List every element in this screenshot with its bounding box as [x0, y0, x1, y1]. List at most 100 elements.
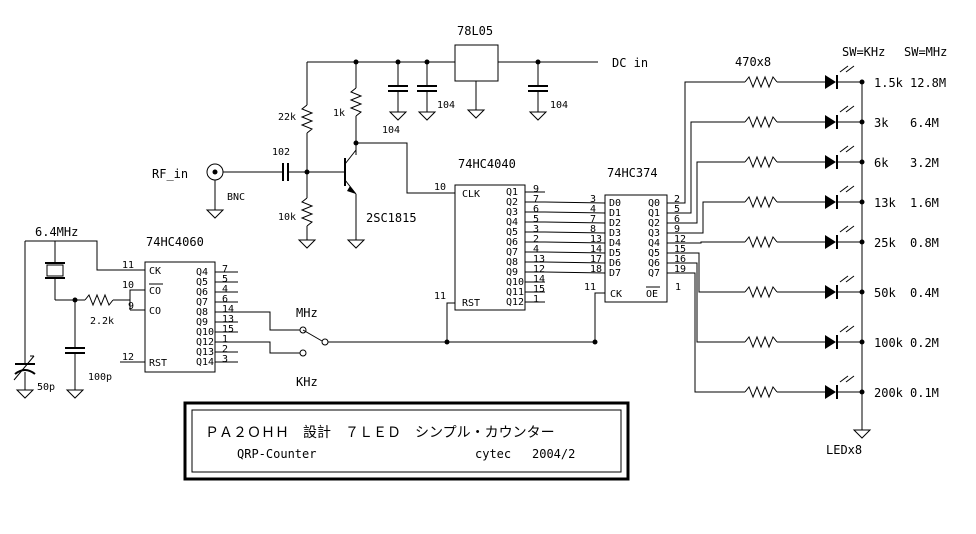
- led-mhz-label: 0.1M: [910, 386, 939, 400]
- rf-in-label: RF_in: [152, 167, 188, 181]
- ic374-input-pin: 3: [590, 194, 596, 205]
- ic374-output-pin: 12: [674, 234, 686, 245]
- ic374-input-label: D6: [609, 258, 621, 269]
- crystal-label: 6.4MHz: [35, 225, 78, 239]
- led-mhz-label: 0.4M: [910, 286, 939, 300]
- cap-104-a-label: 104: [382, 125, 400, 136]
- ic374-input-label: D5: [609, 248, 621, 259]
- ic374-output-pin: 6: [674, 214, 680, 225]
- ic374-input-label: D1: [609, 208, 621, 219]
- ic374-label: 74HC374: [607, 166, 658, 180]
- ic4060-ck: CK: [149, 266, 161, 277]
- ic374-output-label: Q3: [648, 228, 660, 239]
- led-khz-label: 25k: [874, 236, 896, 250]
- ic374-output-pin: 9: [674, 224, 680, 235]
- ic374-output-pin: 19: [674, 264, 686, 275]
- title-date: 2004/2: [532, 447, 575, 461]
- ic4060-output-pin: 7: [222, 264, 228, 275]
- ic374-input-label: D2: [609, 218, 621, 229]
- ic374-input-label: D3: [609, 228, 621, 239]
- title-name: QRP-Counter: [237, 447, 316, 461]
- ic374-input-pin: 8: [590, 224, 596, 235]
- led-icon: [825, 285, 836, 299]
- led-resistor-icon: [744, 235, 778, 249]
- led-footer-label: LEDx8: [826, 443, 862, 457]
- data-bus-wire: [544, 231, 606, 234]
- led-resistor-icon: [744, 75, 778, 89]
- led-icon: [825, 235, 836, 249]
- ic4040-pin-clk: 10: [434, 182, 446, 193]
- ic4040-output-pin: 12: [533, 264, 545, 275]
- ic4060-output-label: Q4: [196, 267, 208, 278]
- ic4040-output-pin: 13: [533, 254, 545, 265]
- ic4040-output-label: Q1: [506, 187, 518, 198]
- ic374-input-label: D4: [609, 238, 621, 249]
- ic4040-output-label: Q11: [506, 287, 524, 298]
- led-khz-label: 200k: [874, 386, 904, 400]
- ic4060-output-label: Q14: [196, 357, 214, 368]
- ic374-input-pin: 4: [590, 204, 596, 215]
- ic4040-output-pin: 15: [533, 284, 545, 295]
- ic374-input-label: D0: [609, 198, 621, 209]
- ic4040-output-pin: 6: [533, 204, 539, 215]
- ic4040-output-label: Q3: [506, 207, 518, 218]
- ic374-output-pin: 15: [674, 244, 686, 255]
- bnc-label: BNC: [227, 192, 245, 203]
- ic4060-pin-co: 9: [128, 301, 134, 312]
- transistor-2sc1815: [344, 143, 366, 249]
- ic4060-output-pin: 14: [222, 304, 234, 315]
- r10k-label: 10k: [278, 212, 296, 223]
- data-bus-wire: [544, 271, 606, 274]
- ic4060-output-pin: 3: [222, 354, 228, 365]
- ic4040-rst: RST: [462, 298, 480, 309]
- ic374-input-pin: 7: [590, 214, 596, 225]
- ic4060-rst: RST: [149, 358, 167, 369]
- data-bus-wire: [544, 201, 606, 204]
- range-switch[interactable]: MHz KHz: [215, 306, 595, 389]
- ic4060-output-pin: 6: [222, 294, 228, 305]
- ic4040-output-pin: 3: [533, 224, 539, 235]
- ic374-input-pin: 13: [590, 234, 602, 245]
- ic4060-output-pin: 15: [222, 324, 234, 335]
- cap-100p-label: 100p: [88, 372, 112, 383]
- cap-104-b: [417, 62, 437, 121]
- ic374-output-label: Q4: [648, 238, 660, 249]
- led-mhz-label: 3.2M: [910, 156, 939, 170]
- ic4060-output-pin: 13: [222, 314, 234, 325]
- ic4060-output-label: Q8: [196, 307, 208, 318]
- led-khz-label: 100k: [874, 336, 904, 350]
- ic4040-output-pin: 4: [533, 244, 539, 255]
- ic374-output-label: Q6: [648, 258, 660, 269]
- ic4060-output-label: Q7: [196, 297, 208, 308]
- ic374-input-label: D7: [609, 268, 621, 279]
- r1k-label: 1k: [333, 108, 345, 119]
- ic374-input-pin: 17: [590, 254, 602, 265]
- led-khz-label: 3k: [874, 116, 889, 130]
- switch-mhz-label: MHz: [296, 306, 318, 320]
- cap-104-c: [528, 62, 548, 121]
- cap-104-c-label: 104: [550, 100, 568, 111]
- ic4040-output-label: Q7: [506, 247, 518, 258]
- led-icon: [825, 335, 836, 349]
- led-resistor-icon: [744, 115, 778, 129]
- led-khz-label: 50k: [874, 286, 896, 300]
- ic4040-label: 74HC4040: [458, 157, 516, 171]
- ic4040-output-pin: 1: [533, 294, 539, 305]
- ic4060-output-label: Q12: [196, 337, 214, 348]
- ic4060-output-label: Q9: [196, 317, 208, 328]
- led-row: 6k 3.2M: [667, 145, 939, 224]
- led-resistor-icon: [744, 285, 778, 299]
- ic374-input-pin: 18: [590, 264, 602, 275]
- switch-khz-label: KHz: [296, 375, 318, 389]
- ic4040-pin-rst: 11: [434, 291, 446, 302]
- data-bus-wire: [544, 211, 606, 214]
- led-khz-label: 6k: [874, 156, 889, 170]
- ic374-ck: CK: [610, 289, 622, 300]
- led-icon: [825, 115, 836, 129]
- ic4060-output-label: Q10: [196, 327, 214, 338]
- ic4060-output-label: Q5: [196, 277, 208, 288]
- oscillator: 6.4MHz 2.2k 100p 50p: [13, 225, 145, 399]
- ic4060-pin-cobar: 10: [122, 280, 134, 291]
